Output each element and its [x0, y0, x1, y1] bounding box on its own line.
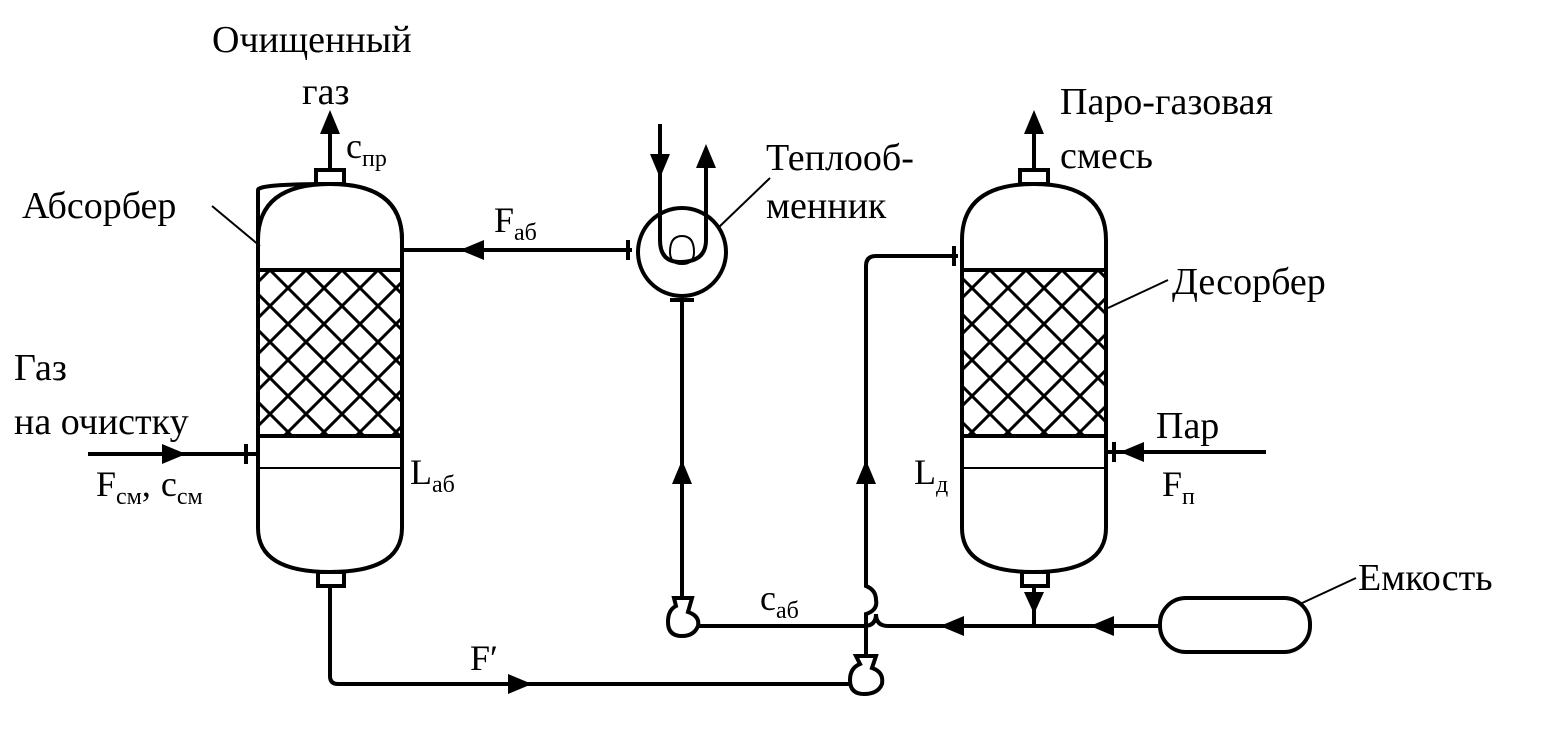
c-ab-symbol: cаб — [760, 578, 799, 624]
desorber-packing — [960, 268, 1108, 438]
absorbent-pump-body — [665, 596, 701, 639]
absorbent-pump — [665, 596, 701, 639]
tank-leader-line — [1299, 577, 1357, 605]
desorber-feed-riser-line — [864, 254, 958, 656]
gas-in-label-line1: Газ — [14, 347, 67, 389]
purified-gas-label-line1: Очищенный — [212, 19, 412, 61]
heat-exchanger-label-line1: Теплооб- — [766, 137, 914, 179]
tank — [1158, 596, 1312, 654]
desorber-bottom-arrow-icon — [1024, 592, 1044, 614]
absorber-bottom-nozzle — [316, 570, 346, 588]
pump-to-exchanger-arrow-icon — [672, 460, 692, 484]
heat-exchanger-body — [636, 206, 728, 298]
vapor-gas-arrow-icon — [1024, 110, 1044, 134]
desorber-vessel — [960, 110, 1169, 626]
desorber-feed-pump-body — [847, 654, 885, 697]
desorber-feed-arrow-icon — [856, 460, 876, 484]
absorbent-feed-arrow-right-icon — [1090, 616, 1114, 636]
F-ab-symbol: Fаб — [494, 200, 537, 246]
desorber-top-nozzle — [1018, 168, 1050, 186]
vapor-gas-label-line2: смесь — [1060, 135, 1153, 177]
desorber-feed-pump — [847, 654, 885, 697]
coolant-in-arrow-icon — [650, 154, 670, 178]
heat-exchanger — [636, 124, 771, 302]
purified-gas-arrow-icon — [320, 110, 340, 134]
vapor-gas-label-line1: Паро-газовая — [1060, 81, 1273, 123]
absorber-bottom-arrow-icon — [508, 674, 532, 694]
desorber-bottom-nozzle — [1020, 570, 1050, 588]
tank-label: Емкость — [1358, 557, 1493, 599]
L-ab-symbol: Lаб — [410, 452, 455, 498]
heat-exchanger-coil — [658, 124, 708, 265]
absorber-leader-line — [211, 205, 261, 247]
absorbent-return-arrow-icon — [460, 240, 484, 260]
absorber-bottom-line — [328, 586, 852, 686]
F-sm-c-sm-symbols: Fсм,cсм — [96, 464, 203, 510]
absorbent-feed-arrow-left-icon — [940, 616, 964, 636]
absorbent-feed-line-right — [863, 613, 1160, 628]
c-pr-symbol: cпр — [346, 126, 387, 172]
absorber-packing — [256, 268, 404, 438]
absorber-vessel — [211, 110, 404, 588]
absorber-top-nozzle — [314, 168, 346, 186]
heat-exchanger-label-line2: менник — [766, 185, 887, 227]
heat-exchanger-leader-line — [717, 177, 771, 229]
absorber-label: Абсорбер — [22, 185, 176, 227]
steam-inlet-arrow-icon — [1120, 442, 1144, 462]
F-prime-symbol: F′ — [470, 638, 498, 678]
purified-gas-label-line2: газ — [302, 71, 349, 113]
desorber-leader-line — [1107, 279, 1169, 309]
gas-inlet-arrow-icon — [162, 444, 186, 464]
F-p-symbol: Fп — [1162, 464, 1195, 510]
steam-label: Пар — [1156, 405, 1219, 447]
heat-exchanger-coil-loop — [669, 234, 696, 266]
L-d-symbol: Lд — [914, 452, 948, 498]
gas-in-label-line2: на очистку — [14, 401, 189, 443]
desorber-label: Десорбер — [1172, 261, 1326, 303]
coolant-out-arrow-icon — [696, 144, 716, 168]
